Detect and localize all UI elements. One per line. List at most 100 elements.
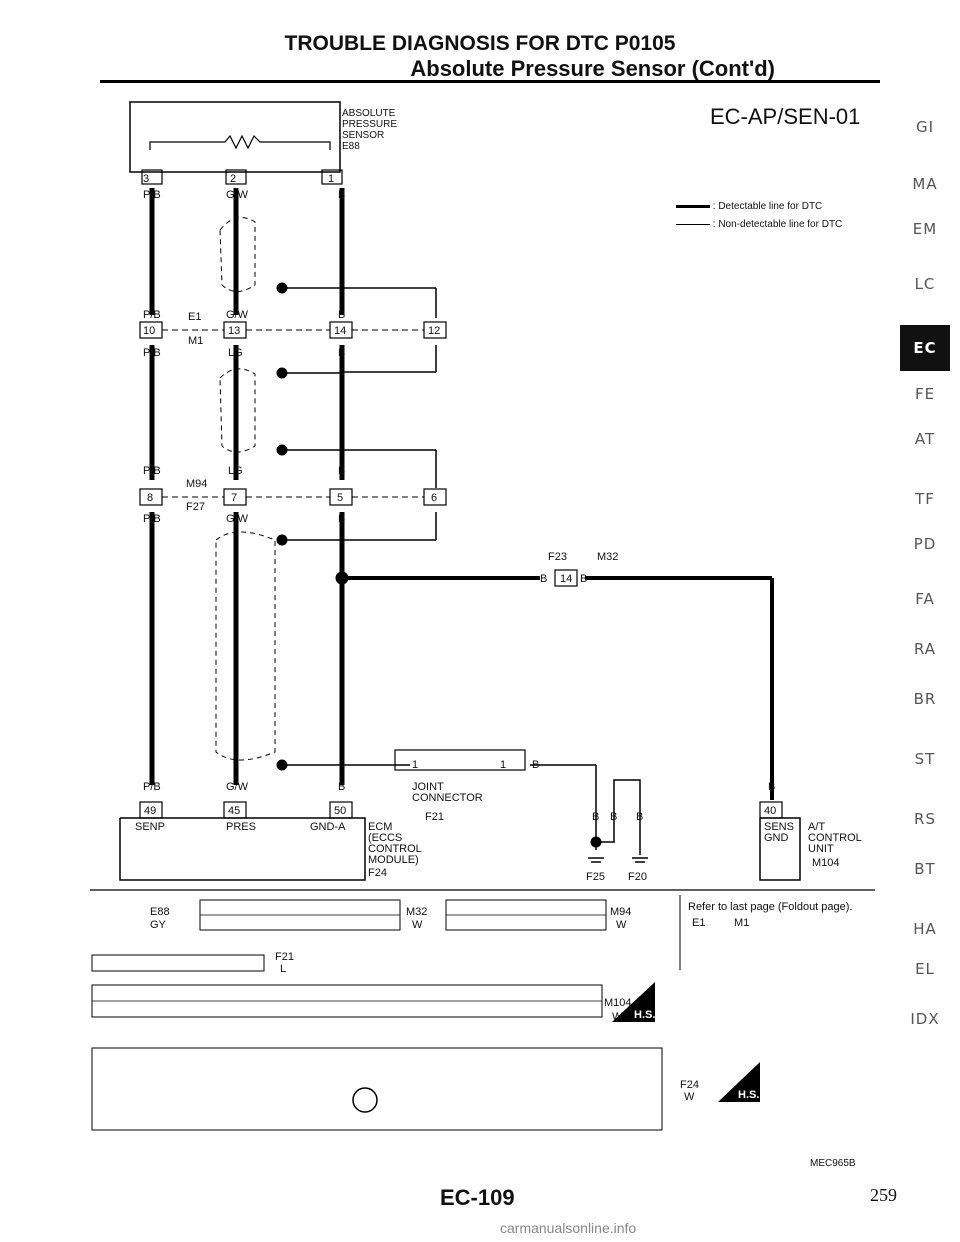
wire-pb-2: P/B	[143, 309, 161, 321]
wire-pb-3: P/B	[143, 347, 161, 359]
connector-e1: E1	[188, 311, 201, 323]
wire-b-7: B	[580, 573, 587, 585]
ecm-pres: PRES	[226, 821, 256, 833]
sensor-pin-1: 1	[328, 173, 334, 185]
side-index-fa[interactable]: FA	[915, 590, 935, 608]
sensor-connector: E88	[342, 141, 360, 152]
side-index-el[interactable]: EL	[915, 960, 935, 978]
connector-view-e88-color: GY	[150, 919, 167, 931]
side-index-tf[interactable]: TF	[915, 490, 935, 508]
wire-pb-1: P/B	[143, 189, 161, 201]
wire-b-12: B	[636, 811, 643, 823]
side-index-ha[interactable]: HA	[913, 920, 937, 938]
connector-m32: M32	[597, 551, 618, 563]
page-title: TROUBLE DIAGNOSIS FOR DTC P0105	[284, 32, 676, 55]
wire-b-10: B	[592, 811, 599, 823]
side-index-lc[interactable]: LC	[914, 275, 936, 293]
connector-f21: F21	[425, 811, 444, 823]
ecm-gnda: GND-A	[310, 821, 346, 833]
page-number: 259	[870, 1185, 897, 1205]
ecm-label-1: ECM	[368, 821, 392, 833]
side-index-em[interactable]: EM	[912, 220, 938, 238]
wire-pb-6: P/B	[143, 781, 161, 793]
ecm-sens: SENS	[764, 821, 794, 833]
connector-f20: F20	[628, 871, 647, 883]
connector-view-m104-color: W	[612, 1011, 623, 1023]
joint-label-2: CONNECTOR	[412, 792, 483, 804]
joint-pin-1b: 1	[500, 759, 506, 771]
connector-view-m94-color: W	[616, 919, 627, 931]
connector-view-f21: F21	[275, 951, 294, 963]
ecm-pin-50: 50	[334, 805, 346, 817]
wire-gw-2: G/W	[226, 309, 249, 321]
wire-b-8: B	[338, 781, 345, 793]
side-index-rs[interactable]: RS	[914, 810, 936, 828]
wire-lg-1: LG	[228, 347, 243, 359]
wire-gw-1: G/W	[226, 189, 249, 201]
ecm-label-3: CONTROL	[368, 843, 422, 855]
sensor-label-line2: PRESSURE	[342, 119, 398, 130]
ecm-pin-49: 49	[144, 805, 156, 817]
ecm-label-2: (ECCS	[368, 832, 402, 844]
refer-conn-m1: M1	[734, 917, 749, 929]
watermark: carmanualsonline.info	[500, 1220, 637, 1236]
page-subtitle: Absolute Pressure Sensor (Cont'd)	[410, 56, 775, 81]
figure-reference: MEC965B	[810, 1158, 856, 1169]
pin-5: 5	[337, 492, 343, 504]
pin-12: 12	[428, 325, 440, 337]
hs-label-1: H.S.	[634, 1009, 655, 1021]
connector-m1: M1	[188, 335, 203, 347]
connector-view-m32-color: W	[412, 919, 423, 931]
connector-f24-ecm: F24	[368, 867, 387, 879]
side-index-pd[interactable]: PD	[913, 535, 937, 553]
connector-m104: M104	[812, 857, 840, 869]
wire-b-3: B	[338, 347, 345, 359]
ecm-gnd: GND	[764, 832, 789, 844]
legend-detectable-label: : Detectable line for DTC	[712, 201, 823, 212]
joint-label-1: JOINT	[412, 781, 444, 793]
wire-b-4: B	[338, 465, 345, 477]
ecm-label-4: MODULE)	[368, 854, 419, 866]
side-index-fe[interactable]: FE	[914, 385, 936, 403]
connector-view-e88: E88	[150, 906, 170, 918]
connector-f23: F23	[548, 551, 567, 563]
legend-non-detectable: : Non-detectable line for DTC	[676, 219, 842, 230]
pin-6: 6	[431, 492, 437, 504]
sensor-pin-2: 2	[230, 173, 236, 185]
pin-10: 10	[143, 325, 155, 337]
sensor-label-line3: SENSOR	[342, 130, 385, 141]
connector-view-m94: M94	[610, 906, 631, 918]
side-index-at[interactable]: AT	[914, 430, 936, 448]
at-unit-3: UNIT	[808, 843, 834, 855]
side-index-st[interactable]: ST	[914, 750, 936, 768]
side-index-idx[interactable]: IDX	[910, 1010, 940, 1028]
wire-pb-4: P/B	[143, 465, 161, 477]
side-index-ec[interactable]: EC	[900, 325, 950, 371]
ecm-senp: SENP	[135, 821, 165, 833]
side-index-ra[interactable]: RA	[913, 640, 937, 658]
at-unit-1: A/T	[808, 821, 825, 833]
connector-view-m32: M32	[406, 906, 427, 918]
connector-view-f24-color: W	[684, 1091, 695, 1103]
wire-b-2: B	[338, 309, 345, 321]
wire-b-13: B	[768, 781, 775, 793]
refer-text: Refer to last page (Foldout page).	[688, 901, 852, 913]
connector-f27: F27	[186, 501, 205, 513]
side-index-br[interactable]: BR	[913, 690, 937, 708]
hs-label-2: H.S.	[738, 1089, 759, 1101]
diagram-code: EC-AP/SEN-01	[710, 104, 861, 129]
side-index-bt[interactable]: BT	[914, 860, 936, 878]
connector-m94: M94	[186, 478, 207, 490]
connector-view-f24: F24	[680, 1079, 699, 1091]
pin-13: 13	[228, 325, 240, 337]
side-index-ma[interactable]: MA	[912, 175, 938, 193]
wire-pb-5: P/B	[143, 513, 161, 525]
sensor-pin-3: 3	[143, 173, 149, 185]
joint-pin-1a: 1	[412, 759, 418, 771]
sensor-label: ABSOLUTE PRESSURE SENSOR E88	[342, 108, 397, 152]
connector-view-f21-color: L	[280, 963, 286, 975]
side-index-gi[interactable]: GI	[915, 118, 935, 136]
wire-lg-2: LG	[228, 465, 243, 477]
wire-b-6: B	[540, 573, 547, 585]
